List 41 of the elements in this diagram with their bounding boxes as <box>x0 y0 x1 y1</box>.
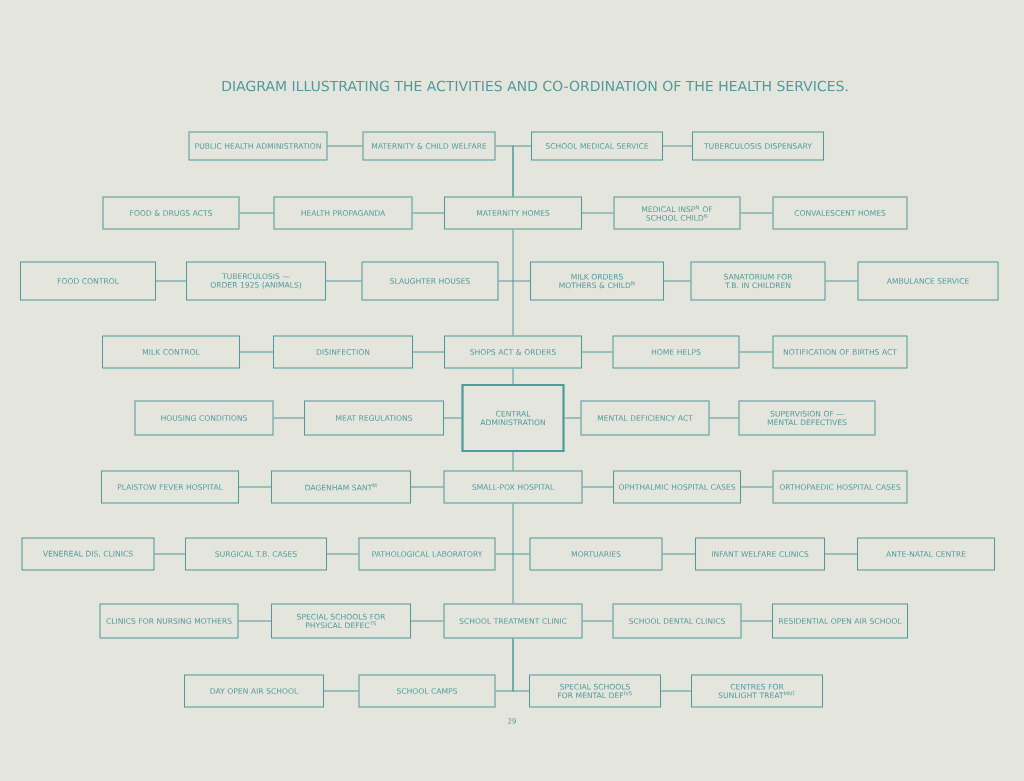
connector-line <box>582 620 613 622</box>
connector-line <box>824 553 858 555</box>
connector-line <box>564 417 581 419</box>
connector-line <box>412 351 445 353</box>
connector-line <box>410 486 444 488</box>
connector-line <box>512 503 514 604</box>
connector-line <box>582 486 614 488</box>
connector-line <box>155 280 187 282</box>
connector-line <box>239 212 274 214</box>
connector-line <box>327 145 363 147</box>
connector-line <box>512 145 532 197</box>
connector-line <box>238 620 272 622</box>
connector-line <box>273 417 305 419</box>
connector-line <box>825 280 858 282</box>
connector-line <box>512 638 530 692</box>
connector-line <box>239 351 274 353</box>
connector-line <box>660 690 692 692</box>
connector-line <box>581 351 613 353</box>
title: DIAGRAM ILLUSTRATING THE ACTIVITIES AND CO-ORDINATION OF THE HEALTH SERVICES. <box>222 80 848 92</box>
connector-line <box>512 229 514 336</box>
connector-line <box>741 620 773 622</box>
connector-line <box>498 280 531 282</box>
connector-line <box>581 212 614 214</box>
connector-line <box>663 280 691 282</box>
connector-line <box>326 553 359 555</box>
connector-line <box>709 417 739 419</box>
connector-line <box>154 553 186 555</box>
connector-line <box>662 553 696 555</box>
connector-line <box>512 368 514 385</box>
connector-line <box>495 553 530 555</box>
connector-line <box>323 690 359 692</box>
connector-line <box>512 451 514 471</box>
connector-line <box>443 417 462 419</box>
connector-line <box>325 280 362 282</box>
connector-line <box>740 486 773 488</box>
connector-line <box>238 486 272 488</box>
connector-line <box>739 351 773 353</box>
connector-line <box>740 212 773 214</box>
connector-line <box>412 212 445 214</box>
connector-line <box>662 145 693 147</box>
connector-line <box>410 620 444 622</box>
